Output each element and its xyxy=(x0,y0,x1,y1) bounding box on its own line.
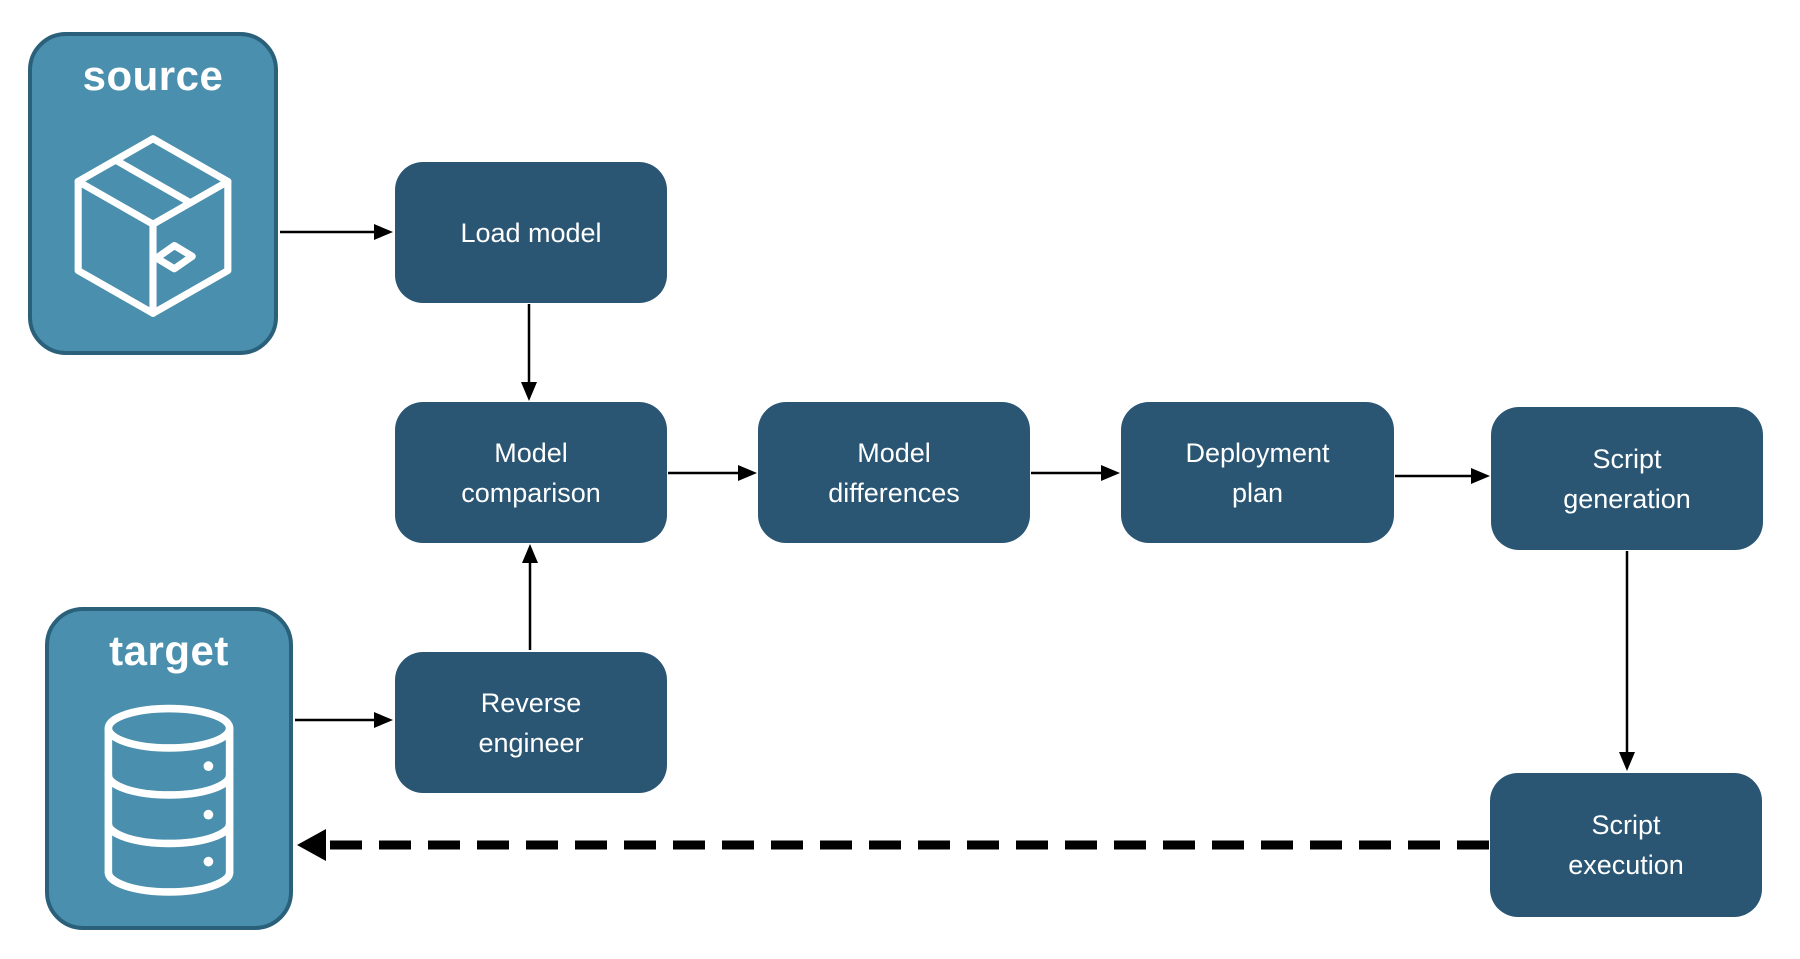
database-icon xyxy=(104,704,234,896)
arrow-target-to-reverse-engineer xyxy=(295,712,393,728)
arrow-model-differences-to-deployment-plan xyxy=(1031,465,1120,481)
node-model-differences: Model differences xyxy=(758,402,1030,543)
source-label: source xyxy=(82,52,224,99)
arrow-deployment-plan-to-script-generation xyxy=(1395,468,1490,484)
source-icon-wrap xyxy=(32,100,274,351)
arrow-script-execution-to-target-dashed xyxy=(297,829,1489,861)
arrow-reverse-engineer-to-model-comparison xyxy=(522,544,538,650)
node-script-generation: Script generation xyxy=(1491,407,1763,550)
entity-source: source xyxy=(28,32,278,355)
arrow-source-to-load-model xyxy=(280,224,393,240)
package-icon xyxy=(74,134,232,317)
arrow-load-model-to-model-comparison xyxy=(521,304,537,401)
target-label: target xyxy=(109,627,229,674)
arrow-script-generation-to-script-execution xyxy=(1619,551,1635,771)
node-reverse-engineer: Reverse engineer xyxy=(395,652,667,793)
node-script-execution: Script execution xyxy=(1490,773,1762,917)
entity-target: target xyxy=(45,607,293,930)
target-icon-wrap xyxy=(49,675,289,926)
node-load-model: Load model xyxy=(395,162,667,303)
node-deployment-plan: Deployment plan xyxy=(1121,402,1394,543)
arrow-model-comparison-to-model-differences xyxy=(668,465,757,481)
node-model-comparison: Model comparison xyxy=(395,402,667,543)
